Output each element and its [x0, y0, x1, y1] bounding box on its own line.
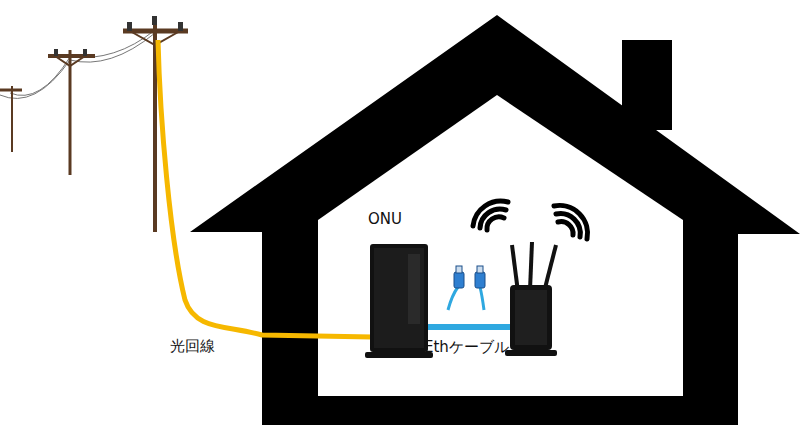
- insulators: [54, 16, 183, 56]
- wifi-symbols: [473, 201, 588, 239]
- house-interior: [318, 95, 683, 396]
- ethernet-label: Ethケーブル: [424, 338, 509, 357]
- device-label: ONU: [368, 210, 402, 228]
- onu-device: [365, 244, 433, 358]
- fiber-label: 光回線: [170, 337, 215, 356]
- ethernet-plugs: [448, 266, 485, 310]
- ethernet-line: [428, 324, 512, 330]
- wifi-router: [505, 242, 557, 356]
- device-node: ONU: [368, 210, 402, 228]
- house-outline: [190, 15, 800, 425]
- fiber-line: [158, 40, 372, 337]
